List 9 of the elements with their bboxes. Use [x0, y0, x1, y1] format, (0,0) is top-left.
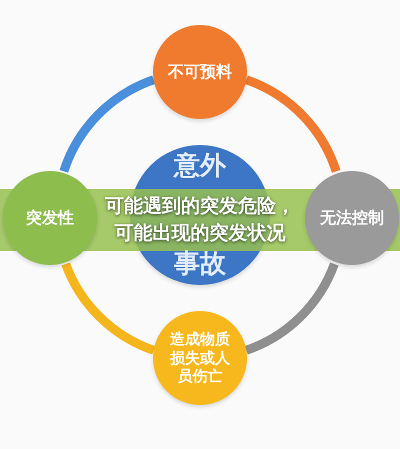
circle-node: 造成物质损失或人员伤亡: [153, 311, 247, 405]
circle-node: 突发性: [3, 171, 97, 265]
ring-arc: [60, 76, 156, 173]
circle-node: 无法控制: [305, 171, 399, 265]
circle-node: 不可预料: [153, 25, 247, 119]
title: 可能遇到的突发危险，可能出现的突发状况: [104, 194, 296, 246]
ring-arc: [244, 76, 340, 173]
ring-arc: [62, 262, 156, 354]
ring-arc: [244, 262, 338, 354]
